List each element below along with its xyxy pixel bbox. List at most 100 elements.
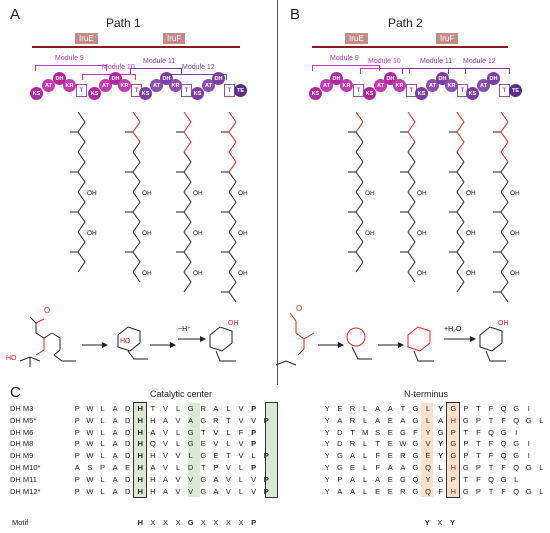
polyketide-chains: OHOHOHOHOHOHOHOHOHOHOHOHOHOHOHOHOHOHOHOH… [70,111,520,303]
panel-c-letter: C [10,384,21,401]
at-domain-icon: AT [320,79,333,92]
polyketide-chain: OH OH OH [400,111,427,283]
panel-b-module12-label: Module 12 [463,58,496,65]
svg-text:HO: HO [120,338,131,345]
catalytic-center-header: Catalytic center [150,389,213,399]
svg-text:OH: OH [510,190,520,197]
svg-text:OH: OH [466,270,476,277]
catalytic-h-highlight [134,403,146,497]
panel-a-substrate [19,316,76,367]
dh-domain-icon: DH [487,72,500,85]
ks-domain-icon: KS [139,87,152,100]
at-domain-icon: AT [426,79,439,92]
svg-text:OH: OH [87,230,97,237]
alignment-row-label: DH M6 [10,427,34,437]
ks-domain-icon: KS [30,87,43,100]
ks-domain-icon: KS [191,87,204,100]
svg-text:OH: OH [228,320,239,327]
kr-domain-icon: KR [63,79,76,92]
t-domain-icon: T [76,84,87,97]
dh-domain-icon: DH [53,72,66,85]
dh-domain-icon: DH [330,72,343,85]
svg-text:OH: OH [417,230,427,237]
nterm-y2-highlight [447,403,459,497]
at-domain-icon: AT [150,79,163,92]
alignment-row-label: DH M3 [10,404,34,413]
ks-domain-icon: KS [415,87,428,100]
panel-b-reaction-label: +H₂O [444,326,462,333]
kr-domain-icon: KR [445,79,458,92]
panel-a-module9-label: Module 9 [55,55,84,62]
svg-text:OH: OH [193,230,203,237]
kr-domain-icon: KR [340,79,353,92]
svg-text:OH: OH [466,230,476,237]
n-terminus-header: N-terminus [404,389,449,399]
panel-a-module11-label: Module 11 [143,58,176,65]
alignment-row-label: DH M12* [10,486,41,496]
panel-a-module11-bracket [130,68,182,74]
panel-b-module11-bracket [402,68,466,74]
at-domain-icon: AT [477,79,490,92]
svg-text:OH: OH [142,270,152,277]
svg-text:OH: OH [238,230,248,237]
dh-domain-icon: DH [212,72,225,85]
svg-text:OH: OH [498,320,509,327]
kr-domain-icon: KR [118,79,131,92]
panel-a-iruF-label: IruF [163,33,186,44]
at-domain-icon: AT [99,79,112,92]
panel-a-module9-bracket [35,65,107,71]
svg-text:O: O [296,304,302,313]
kr-domain-icon: KR [169,79,182,92]
panel-a-title: Path 1 [106,16,141,30]
svg-text:OH: OH [87,190,97,197]
catalytic-p-box [265,402,278,498]
polyketide-chain: OH OH OH [449,111,476,293]
svg-text:OH: OH [365,230,375,237]
at-domain-icon: AT [42,79,55,92]
panel-b-module10-bracket [360,68,410,74]
svg-text:OH: OH [466,190,476,197]
svg-text:OH: OH [417,190,427,197]
panel-a-iruF-bar [128,46,240,48]
alignment-row-label: DH M8 [10,439,34,449]
ks-domain-icon: KS [309,87,322,100]
panel-a-iruE-bar [32,46,142,48]
svg-text:OH: OH [193,190,203,197]
ks-domain-icon: KS [363,87,376,100]
reaction-scheme: O HO HO −H⁺ OH O +H₂O OH [6,304,509,367]
svg-text:O: O [44,306,50,315]
svg-text:OH: OH [510,230,520,237]
panel-b-module9-label: Module 9 [330,55,359,62]
panel-b-module11-label: Module 11 [420,58,453,65]
svg-text:OH: OH [193,270,203,277]
panel-b-module10-label: Module 10 [368,58,401,65]
catalytic-h-box [133,402,147,498]
nterm-y-box [446,402,460,498]
ks-domain-icon: KS [88,87,101,100]
svg-text:OH: OH [417,270,427,277]
te-domain-icon: TE [234,84,247,97]
motif-label: Motif [12,518,29,527]
nterm-y1-highlight [421,403,433,497]
panel-a-letter: A [10,6,21,23]
panel-a-iruE-label: IruE [75,33,98,44]
polyketide-chain: OH OH OH [176,111,203,293]
alignment-row-label: DH M5* [10,415,37,425]
polyketide-chain: OH OH [70,111,97,273]
